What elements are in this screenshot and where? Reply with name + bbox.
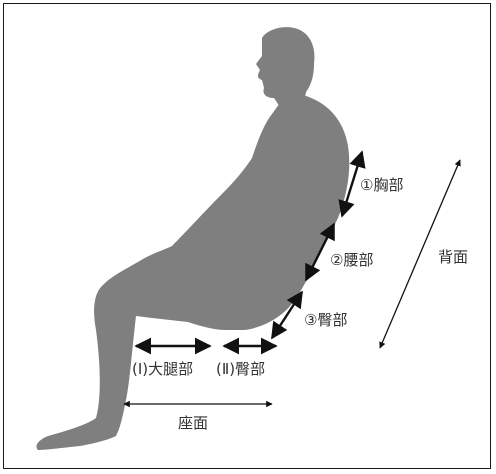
waist-label: ②腰部 xyxy=(330,251,373,269)
seated-person-silhouette xyxy=(36,27,349,450)
chest-label: ①胸部 xyxy=(360,176,403,194)
buttocks-label: ③臀部 xyxy=(304,311,347,329)
seat-label: 座面 xyxy=(178,414,208,432)
thigh-label: (Ⅰ)大腿部 xyxy=(132,360,193,378)
hip-label: (Ⅱ)臀部 xyxy=(216,360,265,378)
backrest-label: 背面 xyxy=(438,248,468,266)
